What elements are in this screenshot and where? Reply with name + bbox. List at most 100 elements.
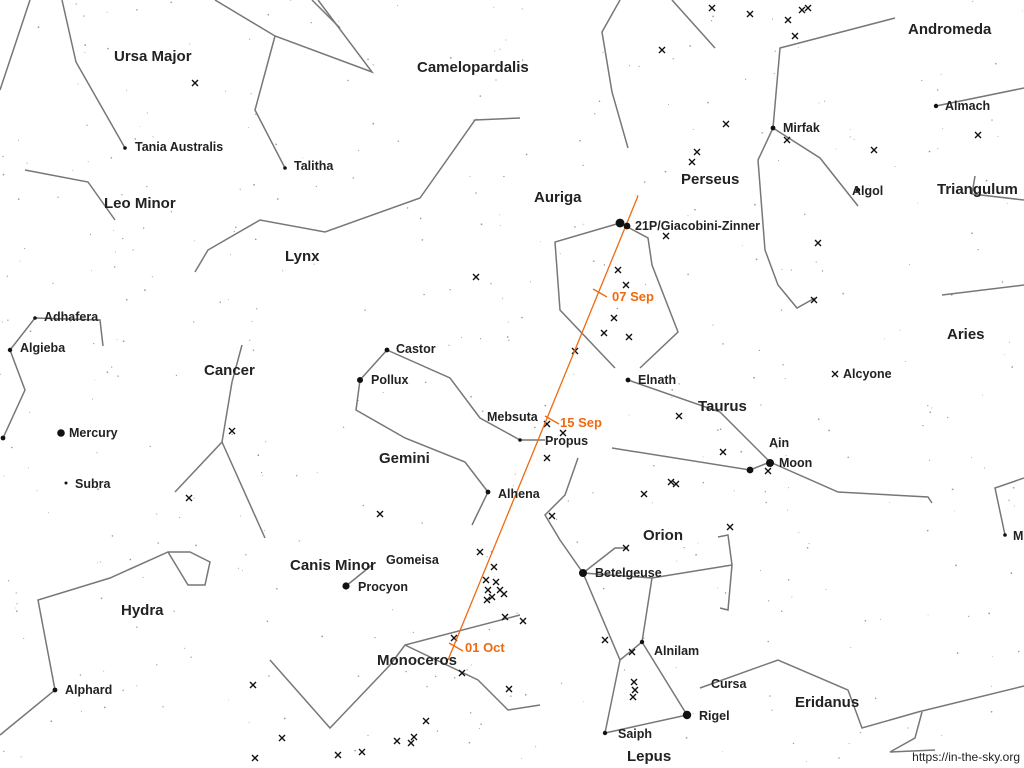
deep-sky-object-marker [483,596,491,604]
faint-star [357,675,360,677]
faint-star [156,664,158,666]
faint-star [92,398,94,400]
faint-star [733,490,735,492]
faint-star [372,122,375,125]
star-dot-rigel [682,710,692,720]
deep-sky-object-marker [810,296,818,304]
faint-star [785,455,787,457]
line-hydra [0,551,211,736]
star-label-adhafera: Adhafera [44,310,99,324]
faint-star [798,46,799,48]
faint-star [170,1,173,4]
faint-star [904,360,906,363]
faint-star [499,225,501,226]
deep-sky-object-marker [622,544,630,552]
line-monoceros [404,644,541,711]
faint-star [37,26,40,29]
deep-sky-object-marker [543,454,551,462]
faint-star [125,298,128,301]
constellation-label-leo-minor: Leo Minor [104,195,176,212]
faint-star [602,51,604,53]
faint-star [702,456,704,458]
faint-star [764,491,766,493]
faint-star [559,253,561,255]
faint-star [678,383,680,385]
faint-star [151,276,153,278]
faint-star [357,399,359,402]
faint-star [771,709,773,711]
deep-sky-object-marker [974,131,982,139]
faint-star [754,203,756,206]
faint-star [69,321,71,323]
faint-star [406,207,409,209]
star-dot-talitha [283,166,287,170]
star-dot-leo [0,435,6,441]
faint-star [94,379,96,381]
deep-sky-object-marker [870,146,878,154]
faint-star [780,610,783,613]
faint-star [909,264,911,266]
faint-star [352,177,355,179]
line-orion [544,457,621,734]
star-label-betelgeuse: Betelgeuse [595,566,662,580]
faint-star [15,592,17,594]
faint-star [712,15,714,18]
faint-star [97,488,99,490]
faint-star [362,504,364,507]
faint-star [907,727,909,729]
faint-star [342,426,345,428]
faint-star [985,179,988,182]
deep-sky-object-marker [251,754,259,762]
faint-star [530,281,531,283]
star-dot-alphard [52,687,58,693]
faint-star [107,47,109,50]
star-label-rigel: Rigel [699,709,730,723]
faint-star [922,424,924,427]
faint-star [990,710,993,713]
star-dot-tania-australis [123,146,127,150]
faint-star [152,136,154,138]
faint-star [983,339,985,341]
faint-star [972,0,974,2]
faint-star [921,79,923,82]
faint-star [36,490,38,492]
faint-star [592,260,595,262]
faint-star [83,15,85,17]
deep-sky-object-marker [410,733,418,741]
faint-star [899,329,901,331]
faint-star [50,720,53,723]
faint-star [990,685,992,687]
line-orion [719,564,733,611]
date-label-07-sep: 07 Sep [612,289,654,304]
star-label-pollux: Pollux [371,373,409,387]
star-label-mebsuta: Mebsuta [487,410,539,424]
faint-star [767,640,769,643]
faint-star [180,53,182,55]
line-gemini [386,349,545,441]
star-label-castor: Castor [396,342,436,356]
faint-star [468,741,471,744]
faint-star [927,614,929,616]
faint-star [136,9,138,11]
faint-star [560,682,563,684]
faint-star [507,321,509,323]
faint-star [111,535,114,537]
star-label-ain: Ain [769,436,789,450]
faint-star [321,635,324,638]
comet-path-line [447,195,639,661]
faint-star [499,214,500,216]
faint-star [753,376,755,379]
faint-star [251,320,253,322]
faint-star [794,705,796,707]
faint-star [879,619,881,620]
faint-star [818,102,820,104]
faint-star [435,675,437,678]
faint-star [848,743,850,745]
line-camelopardalis [601,0,629,149]
faint-star [784,378,786,380]
faint-star [926,529,929,532]
faint-star [971,232,973,235]
line-leo [2,317,104,439]
star-label-propus: Propus [545,434,588,448]
faint-star [72,169,74,171]
